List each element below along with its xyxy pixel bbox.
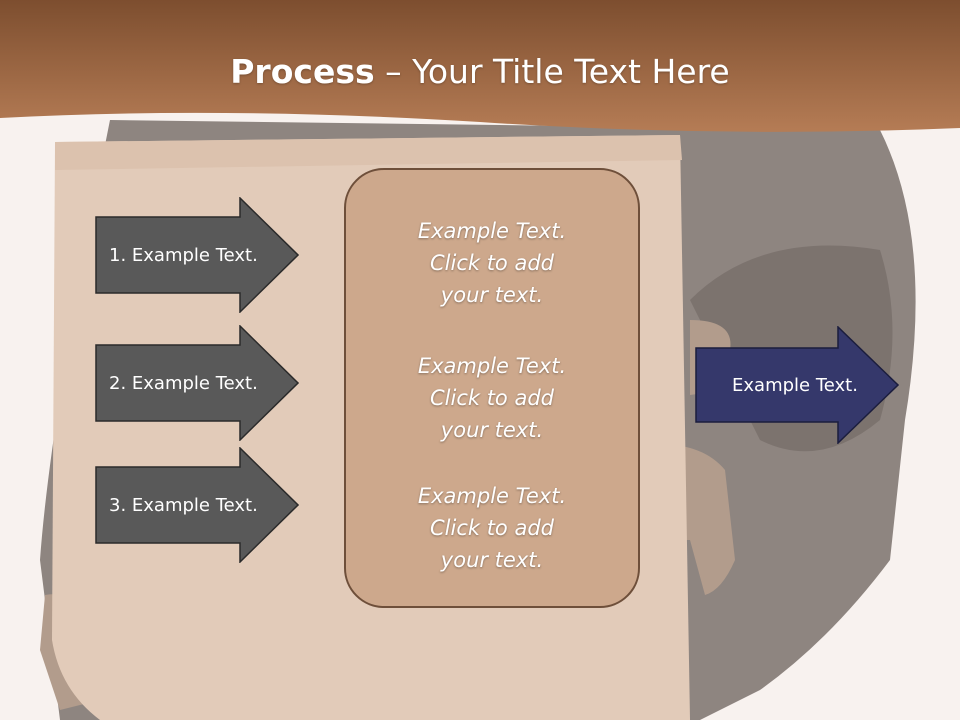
title-rest: Your Title Text Here (412, 52, 730, 91)
center-text-block-1: Example Text. Click to add your text. (346, 215, 638, 311)
step-arrow-2[interactable]: 2. Example Text. (95, 325, 299, 441)
result-arrow-label: Example Text. (732, 374, 858, 396)
center-text-line: Example Text. (417, 484, 567, 508)
step-arrow-label: 1. Example Text. (109, 244, 258, 266)
center-text-block-3: Example Text. Click to add your text. (346, 480, 638, 576)
center-text-box[interactable]: Example Text. Click to add your text. Ex… (344, 168, 640, 608)
slide-title: Process – Your Title Text Here (0, 52, 960, 91)
center-text-line: Click to add (429, 386, 554, 410)
result-arrow[interactable]: Example Text. (695, 326, 899, 444)
center-text-line: your text. (440, 283, 544, 307)
title-dash: – (374, 52, 413, 91)
center-text-block-2: Example Text. Click to add your text. (346, 350, 638, 446)
center-text-line: Example Text. (417, 354, 567, 378)
title-bold: Process (230, 52, 375, 91)
step-arrow-3[interactable]: 3. Example Text. (95, 447, 299, 563)
step-arrow-label: 2. Example Text. (109, 372, 258, 394)
center-text-line: Example Text. (417, 219, 567, 243)
center-text-line: your text. (440, 548, 544, 572)
step-arrow-label: 3. Example Text. (109, 494, 258, 516)
step-arrow-1[interactable]: 1. Example Text. (95, 197, 299, 313)
center-text-line: your text. (440, 418, 544, 442)
center-text-line: Click to add (429, 251, 554, 275)
center-text-line: Click to add (429, 516, 554, 540)
